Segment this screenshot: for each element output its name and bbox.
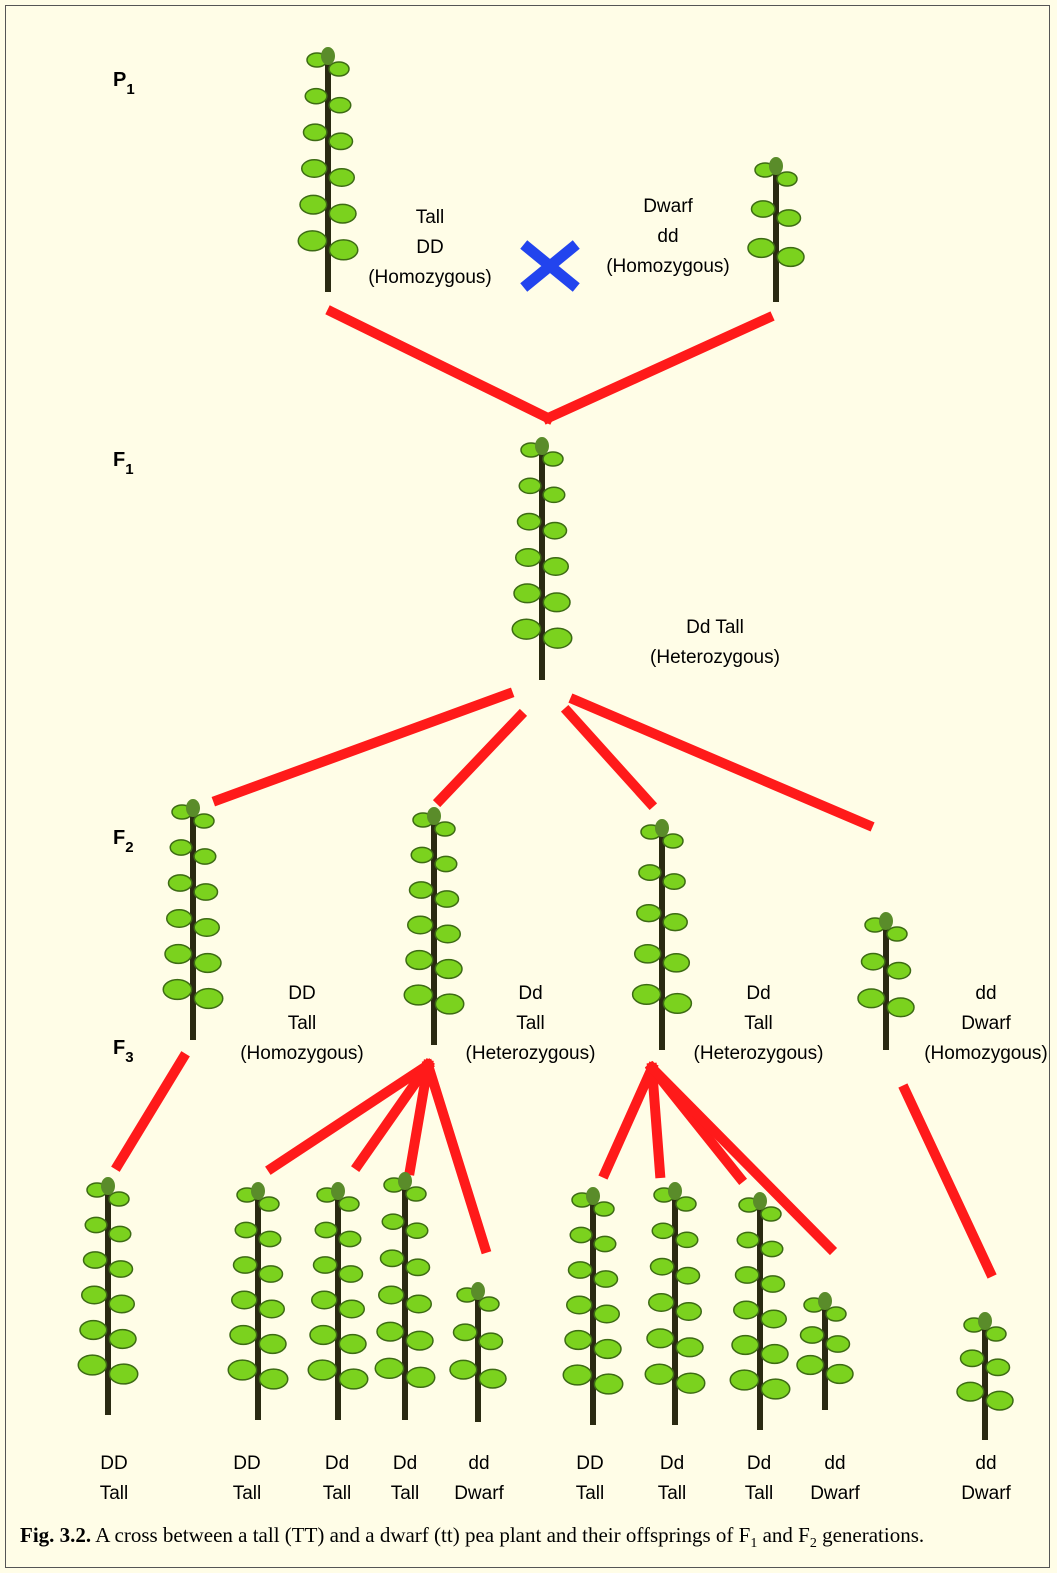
plant-f3-9 [796, 1292, 854, 1410]
plants [77, 47, 1014, 1440]
plant-f2-1 [162, 799, 224, 1040]
connector-line-10 [404, 1059, 434, 1176]
generation-label-p1: P1 [113, 69, 135, 98]
cross-symbol-icon [520, 240, 580, 292]
plant-f3-7 [644, 1182, 706, 1425]
connector-line-6 [568, 693, 875, 832]
connector-line-1 [325, 305, 555, 425]
connector-line-15 [644, 1060, 838, 1256]
connector-line-13 [646, 1062, 666, 1179]
plant-f3-6 [562, 1187, 624, 1425]
figure-frame [5, 5, 1050, 1568]
connector-line-9 [351, 1058, 435, 1172]
connector-line-16 [898, 1083, 997, 1279]
plant-f2-3 [631, 819, 693, 1050]
plant-f1 [511, 437, 573, 680]
plant-f3-1 [77, 1177, 139, 1415]
connector-line-12 [598, 1061, 659, 1180]
plant-f2-2 [403, 807, 465, 1045]
connector-line-11 [421, 1058, 492, 1255]
connector-line-8 [265, 1058, 435, 1175]
connector-line-3 [211, 687, 515, 807]
plant-f3-4 [374, 1172, 436, 1420]
f1-label: Dd Tall(Heterozygous) [650, 617, 780, 668]
generation-label-f3: F3 [113, 1037, 134, 1066]
plant-f3-2 [227, 1182, 289, 1420]
plant-p1-dwarf [747, 157, 805, 302]
connector-lines [111, 305, 997, 1279]
generation-label-f1: F1 [113, 449, 134, 478]
connector-line-2 [541, 311, 775, 425]
plant-f3-5 [449, 1282, 507, 1422]
generation-label-f2: F2 [113, 827, 134, 856]
plant-f3-10 [956, 1312, 1014, 1440]
connector-line-7 [111, 1051, 190, 1172]
plant-f3-8 [729, 1192, 791, 1430]
figure-number: Fig. 3.2. [20, 1523, 92, 1547]
plant-p1-tall [297, 47, 359, 292]
plant-f3-3 [307, 1182, 369, 1420]
plant-f2-4 [857, 912, 915, 1050]
connector-line-4 [432, 708, 528, 808]
figure-caption: Fig. 3.2. A cross between a tall (TT) an… [20, 1523, 925, 1552]
connector-line-5 [560, 704, 658, 811]
